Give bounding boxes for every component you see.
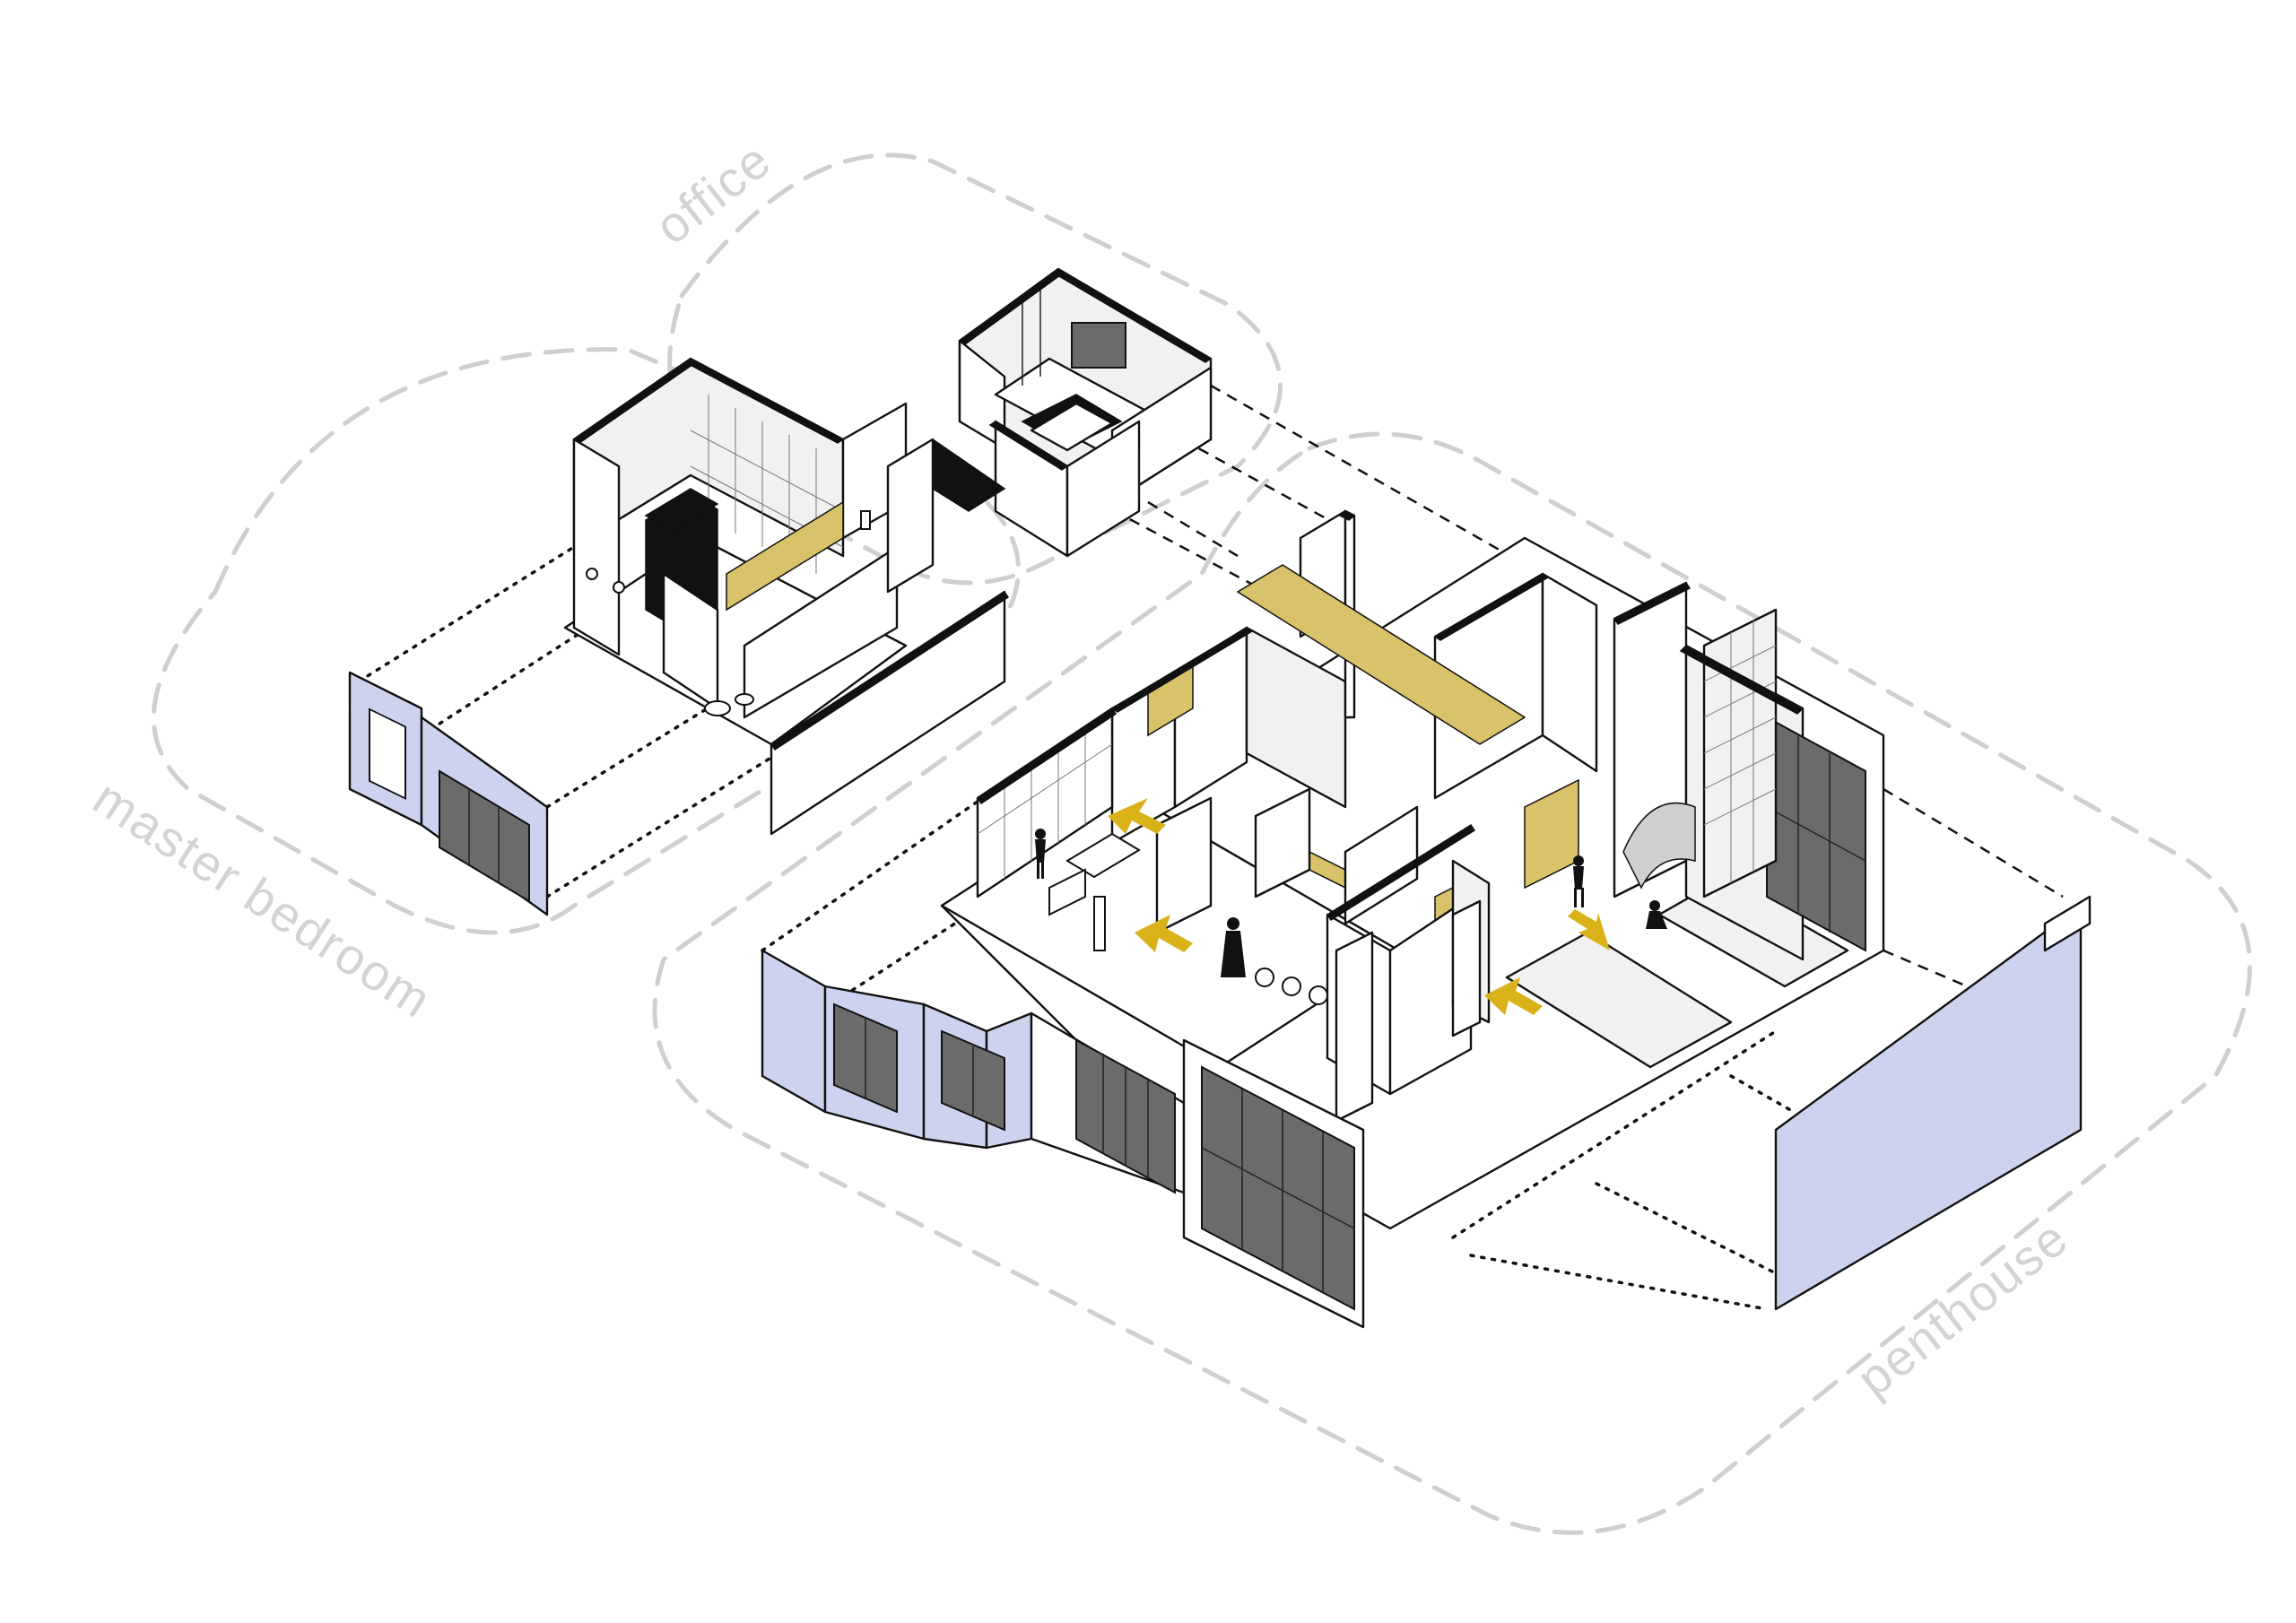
master-bedroom-facade — [348, 671, 549, 916]
flow-arrow-icon — [1135, 915, 1193, 952]
spiral-stair — [1622, 802, 1696, 890]
kitchen-shelves — [977, 726, 1113, 879]
person-figure-icon — [1035, 829, 1046, 879]
penthouse-side-facade — [1774, 904, 2083, 1311]
facade-window-1 — [833, 1002, 898, 1114]
office-volume — [958, 267, 1213, 558]
facade-window-2 — [941, 1029, 1005, 1132]
penthouse-facade — [761, 895, 2092, 1329]
flow-arrow-icon — [1484, 977, 1543, 1015]
flow-arrow-icon — [1108, 798, 1166, 834]
person-figure-icon — [1573, 855, 1584, 907]
facade-window-3 — [1075, 1038, 1176, 1194]
master-bedroom-volume — [563, 357, 1010, 836]
zone-penthouse-outline — [652, 431, 2253, 1535]
flow-arrow-icon — [1568, 909, 1610, 950]
office-window — [1071, 322, 1126, 369]
penthouse-volume — [940, 509, 1885, 1230]
facade-window-4 — [1201, 1065, 1355, 1311]
people — [1035, 829, 1667, 977]
label-office: office — [645, 131, 782, 256]
person-figure-icon — [1221, 917, 1246, 977]
flow-arrows — [1108, 798, 1610, 1015]
person-figure-icon — [1646, 900, 1667, 929]
